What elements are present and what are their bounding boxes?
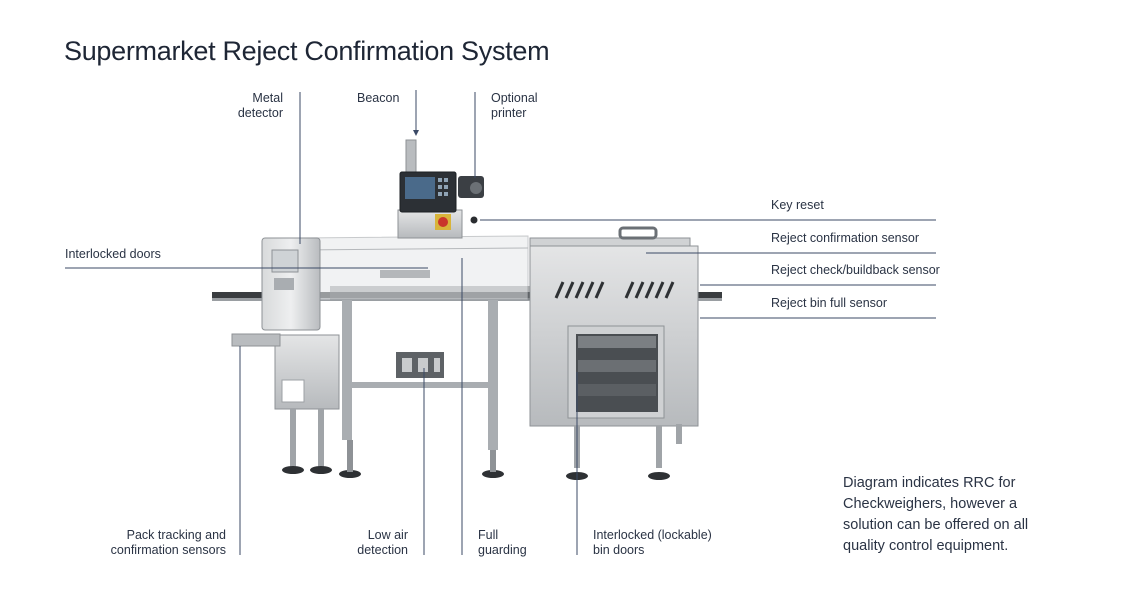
footnote: Diagram indicates RRC for Checkweighers,… — [843, 475, 1029, 554]
label-beacon: Beacon — [357, 91, 400, 105]
label-pack-tracking-sensors: Pack tracking and confirmation sensors — [110, 528, 226, 557]
label-interlocked-bin-doors: Interlocked (lockable) bin doors — [593, 528, 712, 557]
label-optional-printer: Optional printer — [491, 91, 538, 120]
label-low-air-detection: Low air detection — [357, 528, 408, 557]
checkweigher-frame — [339, 300, 504, 478]
label-key-reset: Key reset — [771, 198, 824, 212]
label-reject-confirmation-sensor: Reject confirmation sensor — [771, 231, 919, 245]
label-reject-bin-full-sensor: Reject bin full sensor — [771, 296, 888, 310]
control-unit — [397, 139, 484, 239]
page-title: Supermarket Reject Confirmation System — [64, 36, 550, 66]
label-metal-detector: Metal detector — [237, 91, 283, 120]
reject-bin — [529, 226, 699, 480]
label-reject-check-buildback-sensor: Reject check/buildback sensor — [771, 263, 940, 277]
leader-lines — [65, 90, 936, 555]
label-interlocked-doors: Interlocked doors — [65, 247, 161, 261]
metal-detector-unit — [231, 237, 340, 474]
label-full-guarding: Full guarding — [478, 528, 527, 557]
beacon-arrow — [413, 130, 419, 136]
